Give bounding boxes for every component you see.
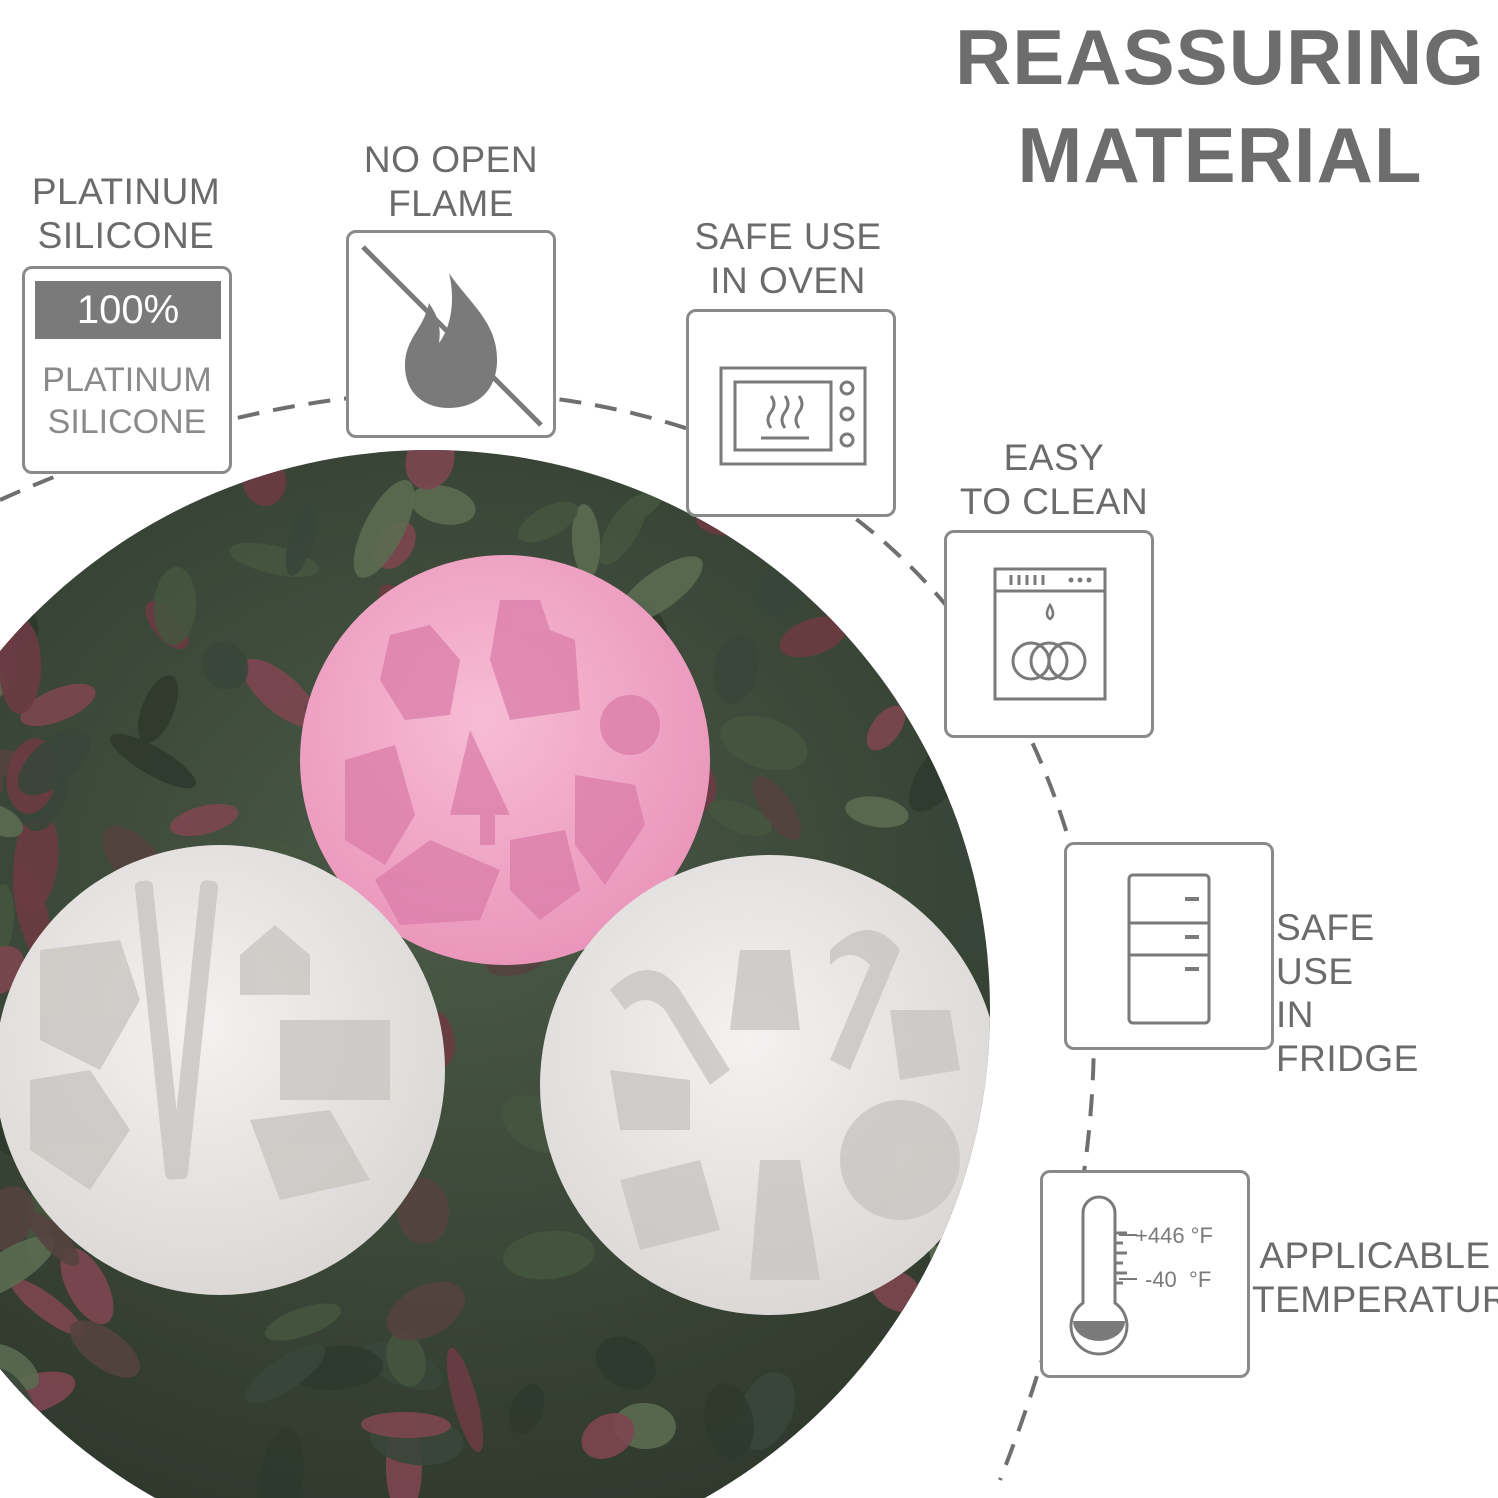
foliage-leaf: [944, 1359, 986, 1417]
flame-icon: [361, 245, 543, 427]
foliage-leaf: [245, 1344, 325, 1404]
foliage-leaf: [704, 1383, 754, 1459]
fridge-label-line-1: SAFE USE: [1276, 907, 1375, 992]
foliage-leaf: [446, 1347, 484, 1453]
clean-label-line-2: TO CLEAN: [959, 480, 1149, 522]
foliage-leaf: [0, 1186, 35, 1250]
temp-min: -40 °F: [1145, 1267, 1212, 1292]
foliage-leaf: [843, 1415, 909, 1475]
silicone-badge-icon: 100% PLATINUM SILICONE: [22, 266, 232, 474]
microwave-icon: [719, 366, 867, 466]
clean-label-line-1: EASY: [1003, 437, 1105, 478]
flame-label-line-1: NO OPEN: [363, 139, 539, 180]
temperature-label: APPLICABLE TEMPERATURE: [1252, 1234, 1498, 1321]
foliage-leaf: [866, 705, 906, 751]
foliage-leaf: [0, 498, 66, 534]
foliage-leaf: [20, 683, 96, 727]
badge-line-1: PLATINUM: [42, 361, 212, 399]
foliage-leaf: [153, 567, 197, 645]
foliage-leaf: [17, 728, 91, 796]
fridge-drawing: [1127, 873, 1211, 1025]
product-photo: [0, 450, 990, 1498]
foliage-leaf: [0, 548, 13, 582]
foliage-leaf: [137, 675, 179, 743]
foliage-leaf: [169, 803, 239, 837]
foliage-leaf: [752, 776, 802, 840]
foliage-leaf: [509, 1384, 545, 1434]
foliage-leaf: [598, 494, 648, 566]
dishwasher-icon: [944, 530, 1154, 738]
foliage-leaf: [361, 1411, 451, 1439]
no-flame-icon: [346, 230, 556, 438]
platinum-label-line-2: SILICONE: [37, 214, 215, 256]
headline-line-2: MATERIAL: [1017, 111, 1423, 199]
flame-label-line-2: FLAME: [388, 182, 514, 224]
thermometer-drawing: [1069, 1195, 1137, 1356]
foliage-leaf: [720, 715, 808, 771]
badge-line-2: SILICONE: [47, 403, 207, 441]
foliage-leaf: [953, 910, 990, 960]
thermometer-icon: +446 °F -40 °F: [1040, 1170, 1250, 1378]
flame-label: NO OPEN FLAME: [345, 138, 557, 225]
foliage-leaf: [0, 1343, 39, 1391]
foliage-leaf: [571, 504, 601, 578]
foliage-leaf: [410, 485, 476, 525]
foliage-leaf: [0, 884, 15, 956]
foliage-leaf: [0, 1391, 13, 1455]
temp-max: +446 °F: [1135, 1223, 1213, 1248]
foliage-leaf: [845, 796, 909, 828]
temperature-label-line-1: APPLICABLE: [1259, 1235, 1491, 1276]
fridge-icon: [1064, 842, 1274, 1050]
clean-label: EASY TO CLEAN: [948, 436, 1160, 523]
foliage-leaf: [13, 810, 59, 910]
foliage-leaf: [60, 1247, 114, 1325]
foliage-leaf: [242, 658, 318, 728]
foliage-leaf: [929, 1245, 990, 1333]
foliage-leaf: [595, 1336, 657, 1390]
oven-icon: [686, 309, 896, 517]
foliage-leaf: [109, 733, 197, 789]
foliage-leaf: [396, 1178, 450, 1244]
foliage-leaf: [386, 1281, 466, 1341]
foliage-leaf: [10, 1278, 84, 1336]
foliage-leaf: [503, 1230, 595, 1280]
dishwasher-drawing: [993, 567, 1107, 701]
foliage-leaf: [886, 1430, 938, 1482]
temperature-label-line-2: TEMPERATURE: [1252, 1278, 1498, 1320]
foliage-leaf: [779, 616, 847, 658]
fridge-label-line-2: IN FRIDGE: [1276, 994, 1419, 1079]
foliage-leaf: [70, 1320, 140, 1378]
headline-line-1: REASSURING: [954, 13, 1486, 101]
foliage-leaf: [201, 642, 249, 690]
platinum-label-line-1: PLATINUM: [31, 171, 221, 212]
foliage-leaf: [0, 802, 24, 838]
foliage-leaf: [353, 480, 415, 578]
foliage-leaf: [707, 800, 773, 836]
oven-label-line-2: IN OVEN: [710, 259, 866, 301]
foliage-leaf: [260, 1427, 304, 1498]
foliage-leaf: [0, 1236, 55, 1300]
foliage-leaf: [713, 634, 759, 704]
oven-label: SAFE USE IN OVEN: [682, 215, 894, 302]
foliage-leaf: [0, 618, 41, 714]
foliage-leaf: [386, 1331, 426, 1387]
foliage-leaf: [264, 1303, 342, 1341]
badge-percent: 100%: [35, 281, 221, 339]
foliage-leaf: [581, 1413, 635, 1459]
platinum-label: PLATINUM SILICONE: [20, 170, 232, 257]
fridge-label: SAFE USE IN FRIDGE: [1276, 906, 1456, 1081]
foliage-leaf: [285, 502, 317, 576]
foliage-leaf: [28, 1212, 80, 1266]
foliage-leaf: [861, 550, 953, 596]
foliage-leaf: [0, 505, 22, 539]
foliage-leaf: [405, 450, 455, 490]
oven-label-line-1: SAFE USE: [694, 216, 882, 257]
foliage-leaf: [518, 501, 578, 543]
